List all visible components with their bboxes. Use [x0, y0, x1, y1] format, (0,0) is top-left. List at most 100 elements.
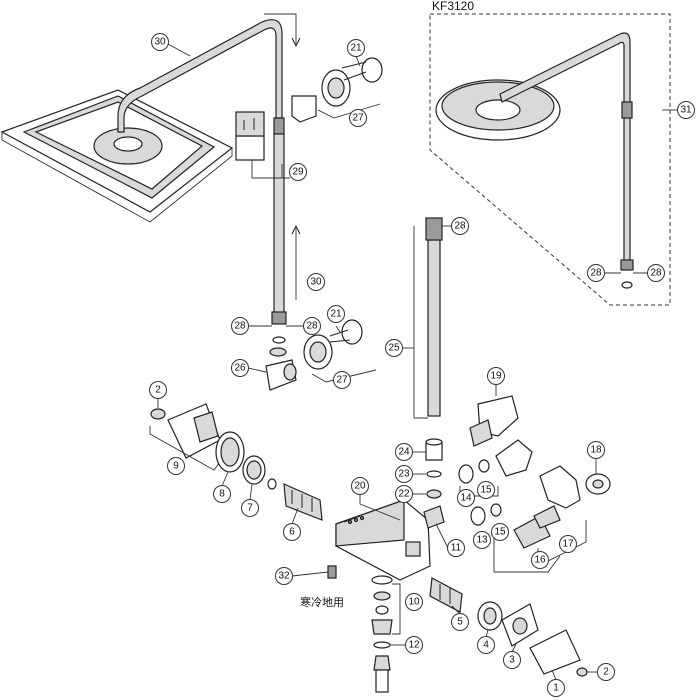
callout-28-kf-right: 28 — [647, 264, 665, 282]
callout-27-lower: 27 — [333, 371, 351, 389]
callout-21-top: 21 — [347, 39, 365, 57]
wall-bracket-lower — [303, 319, 377, 383]
callout-13: 13 — [473, 531, 491, 549]
model-label: KF3120 — [432, 0, 474, 13]
callout-12: 12 — [405, 636, 423, 654]
left-handle-parts — [149, 403, 323, 521]
callout-10: 10 — [405, 593, 423, 611]
svg-text:17: 17 — [562, 539, 574, 550]
callout-20: 20 — [351, 477, 369, 495]
rectangular-shower-head — [0, 89, 234, 223]
svg-text:20: 20 — [354, 481, 366, 492]
wall-bracket-upper — [317, 57, 383, 119]
callout-26: 26 — [231, 359, 249, 377]
callout-7: 7 — [241, 499, 259, 517]
svg-text:18: 18 — [590, 445, 602, 456]
diverter-fitting — [265, 336, 297, 391]
callout-2-right: 2 — [597, 663, 615, 681]
svg-text:8: 8 — [219, 489, 225, 500]
svg-text:9: 9 — [173, 461, 179, 472]
svg-text:28: 28 — [590, 268, 602, 279]
slide-bar — [413, 217, 443, 419]
callout-28-right: 28 — [303, 317, 321, 335]
callout-31: 31 — [677, 101, 695, 119]
svg-text:21: 21 — [350, 43, 362, 54]
callout-30-top: 30 — [151, 33, 169, 51]
svg-text:32: 32 — [278, 571, 290, 582]
svg-text:28: 28 — [234, 321, 246, 332]
svg-text:6: 6 — [289, 527, 295, 538]
callout-32: 32 — [275, 567, 293, 585]
svg-text:1: 1 — [553, 683, 559, 694]
callout-6: 6 — [283, 523, 301, 541]
shower-holder-parts — [235, 95, 317, 179]
svg-text:22: 22 — [398, 489, 410, 500]
callout-5: 5 — [451, 613, 469, 631]
callout-15-lower: 15 — [491, 523, 509, 541]
callout-28-left: 28 — [231, 317, 249, 335]
callout-21-lower: 21 — [327, 305, 345, 323]
callout-14: 14 — [457, 489, 475, 507]
callout-28-kf-left: 28 — [587, 264, 605, 282]
callout-17: 17 — [559, 535, 577, 553]
svg-text:27: 27 — [336, 375, 348, 386]
mixing-valve-body — [335, 499, 445, 581]
svg-text:28: 28 — [650, 268, 662, 279]
callout-15-top: 15 — [477, 481, 495, 499]
callout-leaders — [157, 43, 678, 681]
svg-text:7: 7 — [247, 503, 253, 514]
svg-text:26: 26 — [234, 363, 246, 374]
callout-24: 24 — [395, 443, 413, 461]
center-stack-parts — [425, 438, 443, 499]
svg-text:12: 12 — [408, 640, 420, 651]
callout-28-slidebar: 28 — [451, 217, 469, 235]
callout-11: 11 — [447, 539, 465, 557]
svg-text:11: 11 — [451, 543, 462, 554]
svg-text:10: 10 — [408, 597, 420, 608]
svg-text:3: 3 — [509, 655, 515, 666]
svg-text:19: 19 — [490, 371, 502, 382]
svg-text:29: 29 — [292, 167, 304, 178]
svg-text:24: 24 — [398, 447, 410, 458]
callout-16: 16 — [531, 551, 549, 569]
svg-text:14: 14 — [460, 493, 472, 504]
svg-text:16: 16 — [534, 555, 546, 566]
svg-text:31: 31 — [680, 105, 692, 116]
callout-3: 3 — [503, 651, 521, 669]
callout-2-left: 2 — [149, 381, 167, 399]
svg-text:30: 30 — [154, 37, 166, 48]
svg-text:27: 27 — [352, 113, 364, 124]
callout-8: 8 — [213, 485, 231, 503]
callout-9: 9 — [167, 457, 185, 475]
callout-30-lower: 30 — [307, 273, 325, 291]
callout-1: 1 — [547, 679, 565, 697]
kf3120-variant-boundary — [429, 13, 671, 306]
coldzone-label: 寒冷地用 — [300, 595, 344, 609]
svg-text:30: 30 — [310, 277, 322, 288]
svg-text:4: 4 — [483, 640, 489, 651]
svg-text:23: 23 — [398, 469, 410, 480]
slide-pipe — [271, 133, 301, 325]
callout-27-top: 27 — [349, 109, 367, 127]
shower-hook — [469, 395, 519, 447]
svg-text:25: 25 — [388, 343, 400, 354]
callout-23: 23 — [395, 465, 413, 483]
svg-text:28: 28 — [454, 221, 466, 232]
callout-4: 4 — [477, 636, 495, 654]
callout-19: 19 — [487, 367, 505, 385]
callout-29: 29 — [289, 163, 307, 181]
round-shower-head — [435, 32, 634, 289]
svg-text:2: 2 — [603, 667, 609, 678]
svg-text:15: 15 — [480, 485, 492, 496]
callout-25: 25 — [385, 339, 403, 357]
svg-text:13: 13 — [476, 535, 488, 546]
right-elbow-parts — [458, 439, 611, 573]
svg-text:21: 21 — [330, 309, 342, 320]
svg-text:15: 15 — [494, 527, 506, 538]
callout-22: 22 — [395, 485, 413, 503]
callout-18: 18 — [587, 441, 605, 459]
svg-text:2: 2 — [155, 385, 161, 396]
svg-text:28: 28 — [306, 321, 318, 332]
svg-text:5: 5 — [457, 617, 463, 628]
